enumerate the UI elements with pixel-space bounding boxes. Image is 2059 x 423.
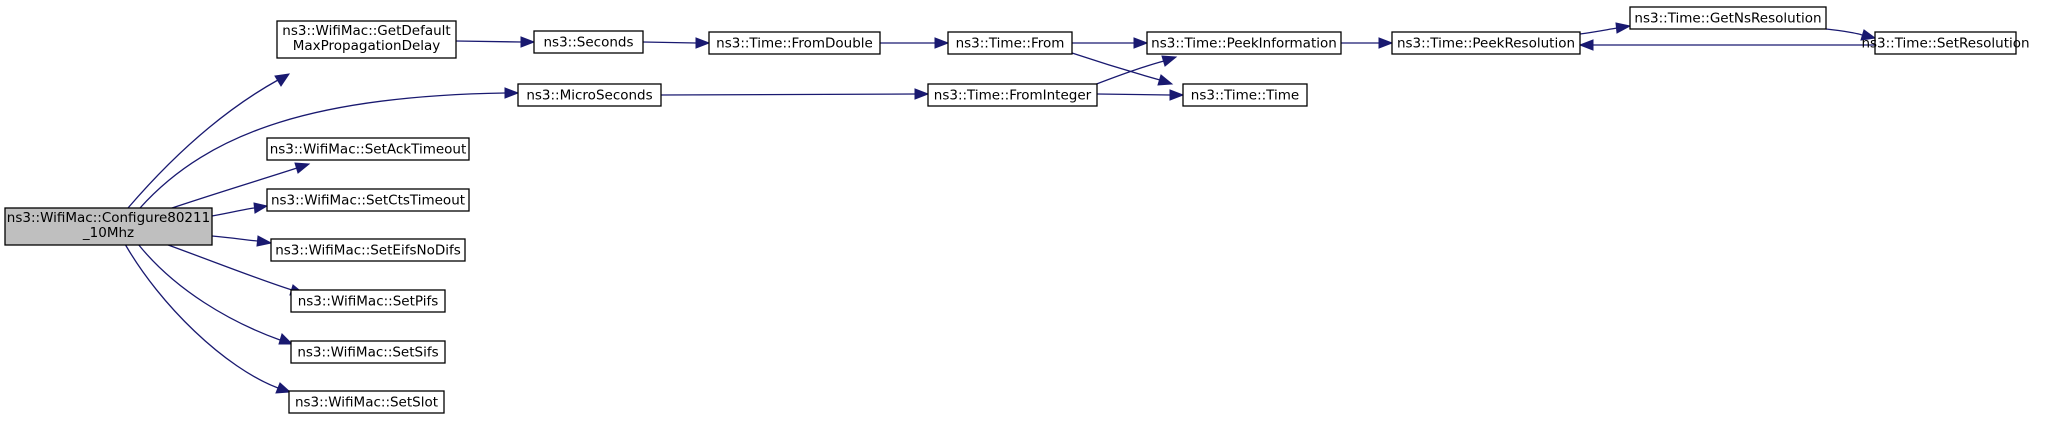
call-edges bbox=[124, 22, 1877, 394]
edge-peekresolution-to-getnsresolution bbox=[1579, 22, 1632, 35]
node-root[interactable]: ns3::WifiMac::Configure80211 _10Mhz bbox=[4, 207, 213, 246]
edge-frominteger-to-time bbox=[1096, 89, 1185, 101]
edge-root-to-getdefault bbox=[127, 73, 291, 209]
edge-fromdouble-to-from bbox=[880, 37, 950, 49]
node-seconds-label: ns3::Seconds bbox=[544, 35, 634, 51]
node-getnsresolution[interactable]: ns3::Time::GetNsResolution bbox=[1629, 6, 1827, 30]
node-peekinformation-label: ns3::Time::PeekInformation bbox=[1151, 36, 1337, 52]
node-setctstimeout-label: ns3::WifiMac::SetCtsTimeout bbox=[271, 193, 465, 209]
node-root-line-2: _10Mhz bbox=[82, 225, 134, 241]
edge-from-to-peekinformation bbox=[1072, 37, 1149, 49]
node-peekinformation[interactable]: ns3::Time::PeekInformation bbox=[1146, 31, 1342, 55]
node-microseconds-label: ns3::MicroSeconds bbox=[526, 88, 652, 104]
node-setpifs[interactable]: ns3::WifiMac::SetPifs bbox=[290, 289, 446, 313]
function-nodes: ns3::WifiMac::Configure80211 _10Mhz ns3:… bbox=[4, 6, 2030, 414]
node-from[interactable]: ns3::Time::From bbox=[947, 31, 1073, 55]
node-getdefault[interactable]: ns3::WifiMac::GetDefault MaxPropagationD… bbox=[276, 20, 457, 59]
node-getdefault-line-1: ns3::WifiMac::GetDefault bbox=[282, 23, 450, 39]
edge-root-to-setslot bbox=[124, 243, 292, 394]
edge-from-to-time bbox=[1071, 52, 1174, 86]
node-seteifsnodifs[interactable]: ns3::WifiMac::SetEifsNoDifs bbox=[270, 238, 466, 262]
edge-seconds-to-fromdouble bbox=[642, 37, 711, 49]
node-fromdouble-label: ns3::Time::FromDouble bbox=[716, 36, 873, 52]
node-setslot[interactable]: ns3::WifiMac::SetSlot bbox=[288, 390, 445, 414]
node-setacktimeout-label: ns3::WifiMac::SetAckTimeout bbox=[270, 142, 467, 158]
edge-setresolution-to-peekresolution bbox=[1578, 39, 1875, 51]
node-from-label: ns3::Time::From bbox=[956, 36, 1065, 52]
edge-peekinformation-to-peekresolution bbox=[1341, 37, 1394, 49]
node-peekresolution[interactable]: ns3::Time::PeekResolution bbox=[1391, 31, 1581, 55]
edge-root-to-microseconds bbox=[139, 87, 520, 209]
node-setresolution[interactable]: ns3::Time::SetResolution bbox=[1861, 31, 2030, 55]
node-frominteger-label: ns3::Time::FromInteger bbox=[934, 88, 1092, 104]
edge-getnsresolution-to-setresolution bbox=[1825, 28, 1877, 41]
node-setsifs-label: ns3::WifiMac::SetSifs bbox=[297, 345, 438, 361]
node-frominteger[interactable]: ns3::Time::FromInteger bbox=[927, 83, 1098, 107]
node-time[interactable]: ns3::Time::Time bbox=[1182, 83, 1308, 107]
node-peekresolution-label: ns3::Time::PeekResolution bbox=[1397, 36, 1575, 52]
node-getnsresolution-label: ns3::Time::GetNsResolution bbox=[1634, 11, 1821, 27]
node-time-label: ns3::Time::Time bbox=[1191, 88, 1299, 104]
edge-frominteger-to-peekinformation bbox=[1093, 55, 1178, 86]
node-setctstimeout[interactable]: ns3::WifiMac::SetCtsTimeout bbox=[266, 188, 470, 212]
node-setsifs[interactable]: ns3::WifiMac::SetSifs bbox=[290, 340, 446, 364]
node-microseconds[interactable]: ns3::MicroSeconds bbox=[517, 83, 662, 107]
node-setacktimeout[interactable]: ns3::WifiMac::SetAckTimeout bbox=[266, 137, 470, 161]
node-setpifs-label: ns3::WifiMac::SetPifs bbox=[298, 294, 439, 310]
node-getdefault-line-2: MaxPropagationDelay bbox=[293, 38, 441, 54]
node-seconds[interactable]: ns3::Seconds bbox=[533, 30, 644, 54]
node-setresolution-label: ns3::Time::SetResolution bbox=[1861, 36, 2029, 52]
node-root-line-1: ns3::WifiMac::Configure80211 bbox=[7, 210, 210, 226]
edge-microseconds-to-frominteger bbox=[660, 88, 930, 100]
edge-root-to-seteifsnodifs bbox=[211, 235, 273, 247]
node-seteifsnodifs-label: ns3::WifiMac::SetEifsNoDifs bbox=[275, 243, 461, 259]
edge-root-to-setacktimeout bbox=[159, 162, 311, 213]
edge-getdefault-to-seconds bbox=[455, 36, 536, 48]
edge-root-to-setctstimeout bbox=[211, 202, 269, 217]
node-fromdouble[interactable]: ns3::Time::FromDouble bbox=[708, 31, 881, 55]
edge-root-to-setsifs bbox=[137, 243, 294, 345]
node-setslot-label: ns3::WifiMac::SetSlot bbox=[295, 395, 438, 411]
